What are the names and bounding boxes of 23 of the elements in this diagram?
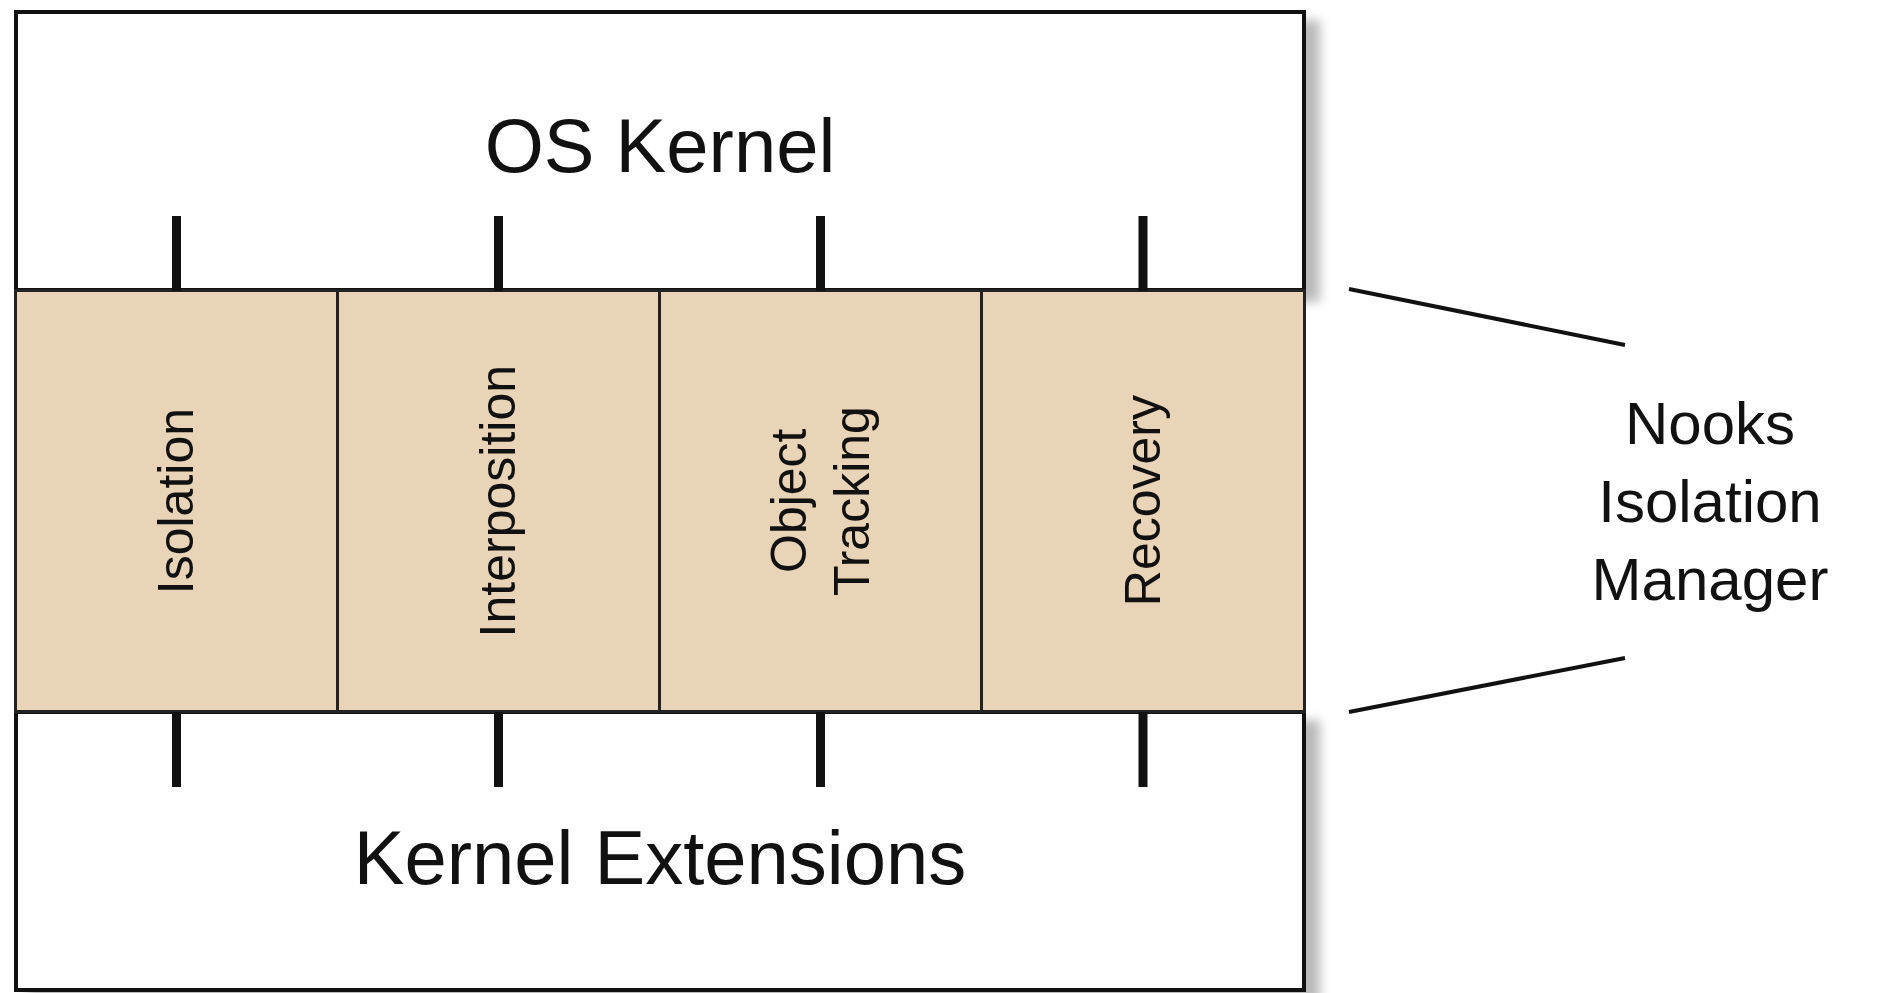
callout-label: Nooks Isolation Manager: [1545, 345, 1875, 658]
connector-line: [1138, 216, 1148, 291]
layer-label: Kernel Extensions: [353, 814, 967, 901]
layer-box: [14, 10, 1306, 292]
module-label: Recovery: [1113, 395, 1172, 607]
layer-label: OS Kernel: [484, 102, 836, 189]
module-box: [336, 289, 661, 713]
layer-box: [14, 710, 1306, 992]
connector-line: [816, 712, 825, 787]
module-box: [980, 289, 1306, 713]
connector-line: [1138, 712, 1148, 787]
module-label: Interposition: [469, 364, 528, 638]
leader-line: [1348, 287, 1626, 347]
connector-line: [816, 216, 825, 291]
leader-line: [1348, 656, 1626, 714]
connector-line: [172, 712, 181, 787]
connector-line: [172, 216, 181, 291]
connector-line: [494, 216, 503, 291]
connector-line: [494, 712, 503, 787]
module-label: Isolation: [147, 407, 206, 595]
module-box: [658, 289, 983, 713]
module-box: [14, 289, 339, 713]
module-label: Object Tracking: [760, 405, 881, 598]
